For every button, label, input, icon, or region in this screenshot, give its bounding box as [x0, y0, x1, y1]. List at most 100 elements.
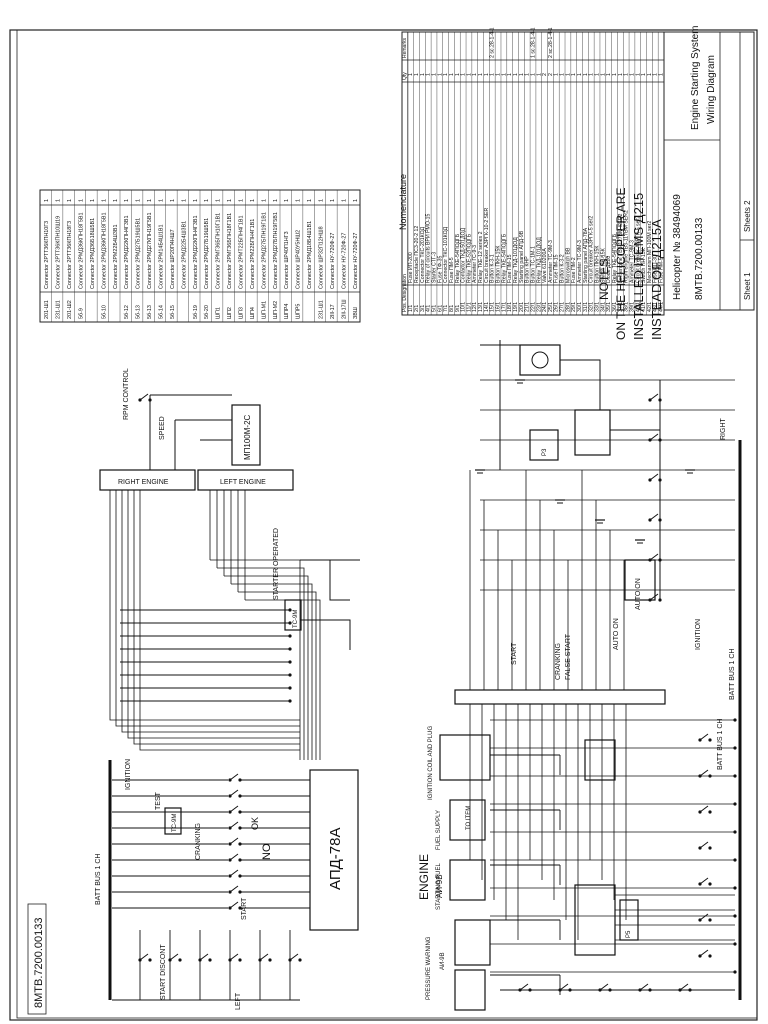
component-qty: 1 [571, 73, 577, 76]
component-remarks: 2 sc.28-1-4-1 [490, 27, 496, 58]
ignition-coil-label: IGNITION COIL AND PLUG [428, 726, 434, 800]
component-qty: 1 [408, 73, 414, 76]
component-pos: 2/1 [414, 305, 420, 312]
cranking-relay-box [584, 739, 616, 781]
connector-qty: 1 [239, 199, 245, 202]
connector-qty: 1 [147, 199, 153, 202]
no-label: NO [261, 843, 273, 860]
component-pos: 11/1 [466, 302, 472, 312]
auto-on-label-1: AUTO ON [613, 618, 620, 650]
r5-label: Р5 [626, 930, 632, 938]
component-name: Valve 610200А [542, 248, 548, 283]
connector-name: Connector ШР40У5НШ2 [296, 230, 302, 289]
component-name: Starting panel АПД-78А [583, 227, 589, 283]
component-pos: 43/1 [653, 302, 659, 312]
connector-qty: 1 [353, 199, 359, 202]
connector-qty: 1 [56, 199, 62, 202]
contactor-box [624, 559, 656, 601]
component-name: Relay ТКЕ-54ПОДГБ [612, 233, 618, 283]
relay-r3-box [529, 429, 559, 461]
component-pos: 31/1 [583, 302, 589, 312]
component-name: Relay ТКД-101ДОД [513, 237, 519, 283]
component-qty: 1 [490, 73, 496, 76]
batt-bus-label-left: BATT BUS 1 СН [95, 854, 102, 905]
title-sheets: Sheets 2 [743, 200, 752, 232]
ok-label: OK [250, 817, 260, 830]
component-qty: 1 [513, 73, 519, 76]
component-qty: 1 [641, 73, 647, 76]
component-pos: 16/1 [496, 302, 502, 312]
connector-name: Connector ШР32П12НШ8 [319, 226, 325, 289]
connector-pos: 5б-14 [159, 305, 165, 319]
component-qty: 1 [647, 73, 653, 76]
connector-qty: 1 [113, 199, 119, 202]
pressure-box [454, 969, 486, 1011]
component-name: Mechanism МП-100М ser2 [647, 221, 653, 283]
component-name: Fuse ПМ-2 [571, 257, 577, 283]
component-pos: 4/1 [426, 305, 432, 312]
connector-name: Connector 2РМД22КПН4Г3В1 [193, 216, 199, 289]
connector-pos: 2Ill-17Ш [341, 299, 347, 319]
component-pos: 28/1 [565, 302, 571, 312]
connector-pos: ШП3 [239, 307, 245, 319]
connector-name: Connector 2РМД36КПН18Г5В1 [101, 213, 107, 289]
component-name: Connector ТКС-101КОД [443, 226, 449, 283]
component-pos: 23/1 [536, 302, 542, 312]
connector-name: Connector 2РТТ36КПН10Ш19 [56, 216, 62, 289]
connector-qty: 1 [124, 199, 130, 202]
doc-number-text: 8МТВ.7200.00133 [33, 917, 45, 1008]
connector-pos: 5б-13 [136, 305, 142, 319]
title-number: 8МТВ.7200.00133 [694, 217, 705, 300]
connector-name: Connector НУ-720Ф-27 [353, 233, 359, 289]
connector-qty: 1 [273, 199, 279, 202]
component-remarks: 2 sc.28-1-4-1 [548, 27, 554, 58]
component-pos: 36/1 [612, 302, 618, 312]
component-name: Microswitch ВВ [565, 247, 571, 283]
component-remarks: 1 sc.28-1-4-1 [530, 27, 536, 58]
component-qty: 1 [484, 73, 490, 76]
connector-pos: 231-Ш1 [319, 300, 325, 319]
connector-name: Connector 2РМД27БПН19Г5В1 [273, 212, 279, 289]
component-pos: 34/1 [600, 302, 606, 312]
component-name: Relay ТКЕ-52ПОДГБ [466, 233, 472, 283]
component-qty: 1 [530, 73, 536, 76]
connector-name: Connector 2РМГ36БПН10Г1В1 [216, 213, 222, 289]
component-name: Ammeter ГС-9-3 [472, 245, 478, 283]
batt-bus-label-right-2: BATT BUS 1 СН [717, 719, 724, 770]
component-name: Switch ПН-15К [641, 248, 647, 283]
component-name: Right engine ТВ3-117ВМ SER2 [624, 210, 630, 283]
component-qty: 1 [560, 73, 566, 76]
air-box [454, 919, 491, 966]
component-qty: 1 [443, 73, 449, 76]
connector-qty: 1 [250, 199, 256, 202]
doc-number-left: 8МТВ.7200.00133 [27, 903, 47, 1015]
left-engine-box [197, 469, 294, 491]
component-qty: 1 [635, 73, 641, 76]
connector-name: Connector ШР40П1НГ3 [284, 231, 290, 289]
component-qty: 1 [519, 73, 525, 76]
connector-pos: 5б-13 [147, 305, 153, 319]
connector-pos: 201-Ш2 [67, 300, 73, 319]
motor-circle [531, 351, 549, 369]
component-pos: 30/1 [577, 302, 583, 312]
component-qty: 1 [496, 73, 502, 76]
right-label: RIGHT [720, 418, 727, 441]
component-name: Receptacle ПСЗ-20-2 12 [414, 226, 420, 283]
title-system: Engine Starting System [690, 26, 701, 131]
apd78-label: АПД-78А [327, 828, 344, 890]
connector-name: Connector 2РМД22КПН4Г3В1 [124, 216, 130, 289]
connector-name: Connector 2РТТ36КПН10Г3 [44, 221, 50, 289]
component-name: Relay ТКЕ-54ПОДГБ [501, 233, 507, 283]
component-qty: 1 [414, 73, 420, 76]
component-qty: 1 [589, 73, 595, 76]
component-qty: 1 [536, 73, 542, 76]
component-name: Fuse ИП-30 [653, 255, 659, 283]
title-helicopter: Helicopter № 38494069 [672, 194, 683, 300]
component-qty: 1 [472, 73, 478, 76]
component-pos: 15/1 [490, 302, 496, 312]
component-qty: 1 [455, 73, 461, 76]
engine-label: ENGINE [417, 854, 431, 900]
component-name: Starter СТГ-3 [431, 252, 437, 283]
component-name: Button К-3-2 [560, 254, 566, 283]
